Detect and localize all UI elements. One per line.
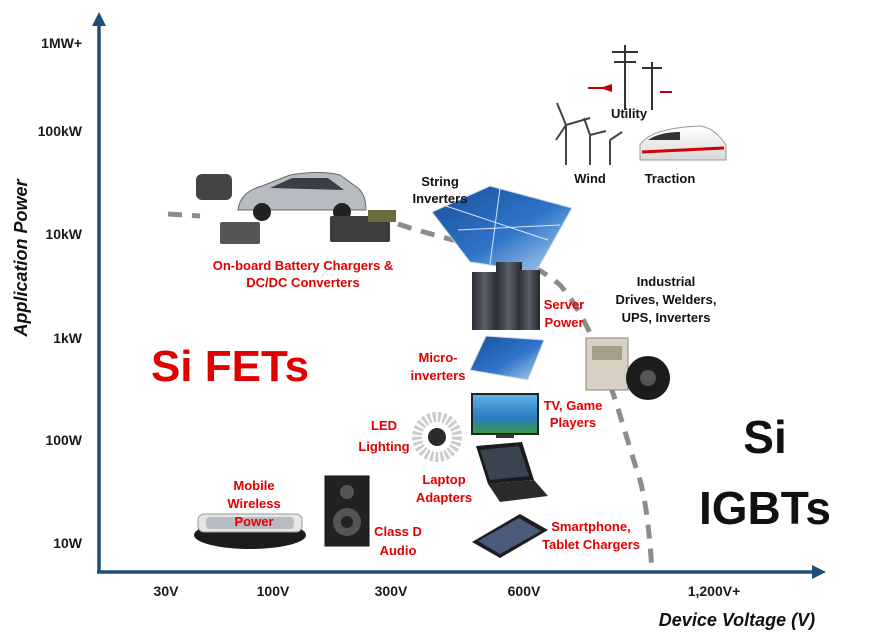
- tv-icon: [471, 393, 539, 438]
- region-igbts-label: IGBTs: [699, 482, 831, 534]
- label-laptop-1: Laptop: [422, 472, 465, 487]
- label-wind: Wind: [574, 171, 606, 186]
- wireless-charger-icon: [194, 513, 306, 549]
- y-tick-10kw: 10kW: [45, 226, 82, 242]
- label-classd-1: Class D: [374, 524, 422, 539]
- label-laptop-2: Adapters: [416, 490, 472, 505]
- label-classd-2: Audio: [380, 543, 417, 558]
- label-traction: Traction: [645, 171, 696, 186]
- label-micro-1: Micro-: [419, 350, 458, 365]
- industrial-drive-icon: [585, 337, 670, 400]
- label-onboard-2: DC/DC Converters: [246, 275, 359, 290]
- label-led-2: Lighting: [358, 439, 409, 454]
- x-tick-300v: 300V: [375, 583, 408, 599]
- label-mobile-2: Wireless: [227, 496, 280, 511]
- y-axis-arrow: [92, 12, 106, 26]
- led-ring-icon: [412, 412, 462, 462]
- label-led-1: LED: [371, 418, 397, 433]
- server-rack-icon: [472, 262, 540, 330]
- x-tick-30v: 30V: [154, 583, 180, 599]
- y-axis: [92, 12, 106, 572]
- y-tick-100w: 100W: [45, 432, 82, 448]
- label-micro-2: inverters: [411, 368, 466, 383]
- micro-inverter-panel-icon: [469, 335, 545, 381]
- x-axis: [97, 565, 826, 579]
- label-smartphone-1: Smartphone,: [551, 519, 630, 534]
- label-mobile-1: Mobile: [233, 478, 274, 493]
- label-mobile-3: Power: [234, 514, 273, 529]
- car-icon: [237, 172, 367, 221]
- smartphone-icon: [472, 514, 548, 558]
- y-tick-10w: 10W: [53, 535, 83, 551]
- label-industrial-1: Industrial: [637, 274, 696, 289]
- label-smartphone-2: Tablet Chargers: [542, 537, 640, 552]
- laptop-icon: [476, 442, 548, 502]
- train-icon: [639, 125, 727, 161]
- y-tick-1mw: 1MW+: [41, 35, 82, 51]
- x-axis-arrow: [812, 565, 826, 579]
- label-tv-1: TV, Game: [544, 398, 603, 413]
- charger-module-icon: [196, 174, 396, 244]
- y-tick-1kw: 1kW: [53, 330, 83, 346]
- label-server-2: Power: [544, 315, 583, 330]
- x-tick-100v: 100V: [257, 583, 290, 599]
- x-axis-title: Device Voltage (V): [659, 610, 815, 630]
- label-tv-2: Players: [550, 415, 596, 430]
- label-utility: Utility: [611, 106, 648, 121]
- x-tick-600v: 600V: [508, 583, 541, 599]
- solar-panel-icon: [431, 185, 573, 273]
- label-industrial-3: UPS, Inverters: [622, 310, 711, 325]
- label-onboard-1: On-board Battery Chargers &: [213, 258, 394, 273]
- x-tick-1200v: 1,200V+: [688, 583, 741, 599]
- label-server-1: Server: [544, 297, 584, 312]
- speaker-icon: [324, 475, 370, 547]
- label-string-2: Inverters: [413, 191, 468, 206]
- wind-turbine-icon: [555, 102, 623, 165]
- label-string-1: String: [421, 174, 459, 189]
- y-axis-title: Application Power: [11, 179, 31, 338]
- label-industrial-2: Drives, Welders,: [616, 292, 717, 307]
- region-si-fets: Si FETs: [151, 342, 309, 391]
- utility-tower-icon: [588, 45, 672, 110]
- region-si-label: Si: [743, 411, 786, 463]
- y-tick-100kw: 100kW: [38, 123, 83, 139]
